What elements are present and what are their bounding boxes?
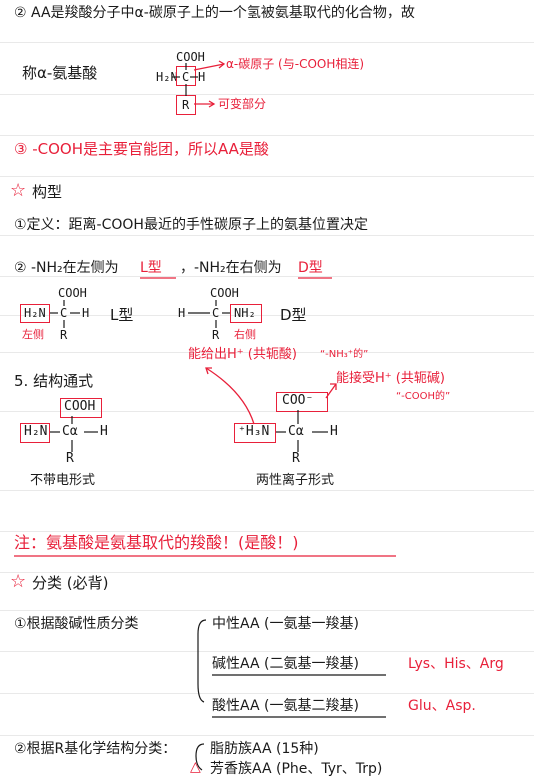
annotation-conjugate-acid: 能给出H⁺ (共轭酸) (188, 347, 297, 362)
neutral-ca: Cα (62, 424, 78, 439)
text-line-2: 称α-氨基酸 (22, 64, 98, 82)
annotation-conjugate-base: 能接受H⁺ (共轭碱) (336, 371, 445, 386)
text-line-5b: L型 (140, 260, 162, 276)
text-line-5c: ，-NH₂在右侧为 (180, 260, 282, 276)
section-configuration: 构型 (32, 183, 63, 201)
chem1-cooh: COOH (176, 50, 205, 64)
star-icon: ☆ (10, 180, 27, 201)
neutral-r: R (66, 451, 74, 466)
D-label: D型 (280, 306, 307, 324)
triangle-icon: △ (190, 759, 201, 775)
neutral-cooh: COOH (64, 399, 96, 414)
text-line-1: ② AA是羧酸分子中α-碳原子上的一个氢被氨基取代的化合物，故 (14, 5, 415, 21)
class-basic: 碱性AA (二氨基一羧基) (212, 656, 359, 672)
text-line-4: ①定义：距离-COOH最近的手性碳原子上的氨基位置决定 (14, 217, 368, 233)
neutral-cooh-box (60, 398, 102, 418)
neutral-h2n-box (20, 423, 50, 443)
D-nh2: NH₂ (234, 306, 256, 320)
zwitter-label: 两性离子形式 (256, 473, 335, 488)
zwitter-coo-box (276, 392, 328, 412)
text-line-5d: D型 (298, 260, 323, 276)
chem1-h: H (198, 70, 206, 84)
L-h: H (82, 306, 90, 320)
class-aliphatic: 脂肪族AA (15种) (210, 741, 319, 757)
L-nh2-box (20, 304, 50, 323)
class-acid-base: ①根据酸碱性质分类 (14, 616, 139, 632)
zwitter-h: H (330, 424, 338, 439)
D-h: H (178, 306, 186, 320)
chem1-c: C (182, 70, 190, 84)
annotation-variable-part: 可变部分 (218, 97, 267, 111)
annotation-conjugate-acid-2: “-NH₃⁺的” (320, 349, 369, 360)
class-basic-examples: Lys、His、Arg (408, 656, 504, 672)
zwitter-coo: COO⁻ (282, 393, 314, 408)
section-general-formula: 5. 结构通式 (14, 372, 94, 390)
D-nh2-box (230, 304, 262, 323)
neutral-label: 不带电形式 (30, 473, 96, 488)
note-line: 注：氨基酸是氨基取代的羧酸！(是酸！) (14, 533, 299, 552)
text-line-3: ③ -COOH是主要官能团，所以AA是酸 (14, 140, 269, 158)
L-label: L型 (110, 306, 134, 324)
text-line-5a: ② -NH₂在左侧为 (14, 260, 119, 276)
class-aromatic: 芳香族AA (Phe、Tyr、Trp) (210, 761, 383, 777)
star-icon-2: ☆ (10, 571, 27, 592)
class-acidic: 酸性AA (一氨基二羧基) (212, 698, 359, 714)
annotation-alpha-carbon: α-碳原子 (与-COOH相连) (226, 57, 365, 71)
section-classification: 分类 (必背) (32, 574, 109, 592)
D-side: 右侧 (234, 328, 256, 341)
D-c: C (212, 306, 220, 320)
L-r: R (60, 328, 68, 342)
neutral-h2n: H₂N (24, 424, 48, 439)
neutral-h: H (100, 424, 108, 439)
zwitter-h3n: ⁺H₃N (238, 424, 270, 439)
zwitter-ca: Cα (288, 424, 304, 439)
zwitter-h3n-box (234, 423, 276, 443)
chem1-h2n: H₂N (156, 70, 178, 84)
L-cooh: COOH (58, 286, 87, 300)
annotation-conjugate-base-2: “-COOH的” (396, 391, 451, 402)
L-c: C (60, 306, 68, 320)
class-r-group: ②根据R基化学结构分类： (14, 741, 177, 757)
class-neutral: 中性AA (一氨基一羧基) (212, 616, 359, 632)
chem1-r: R (182, 98, 190, 112)
class-acidic-examples: Glu、Asp. (408, 698, 476, 714)
D-r: R (212, 328, 220, 342)
L-h2n: H₂N (24, 306, 46, 320)
L-side: 左侧 (22, 328, 44, 341)
D-cooh: COOH (210, 286, 239, 300)
zwitter-r: R (292, 451, 300, 466)
